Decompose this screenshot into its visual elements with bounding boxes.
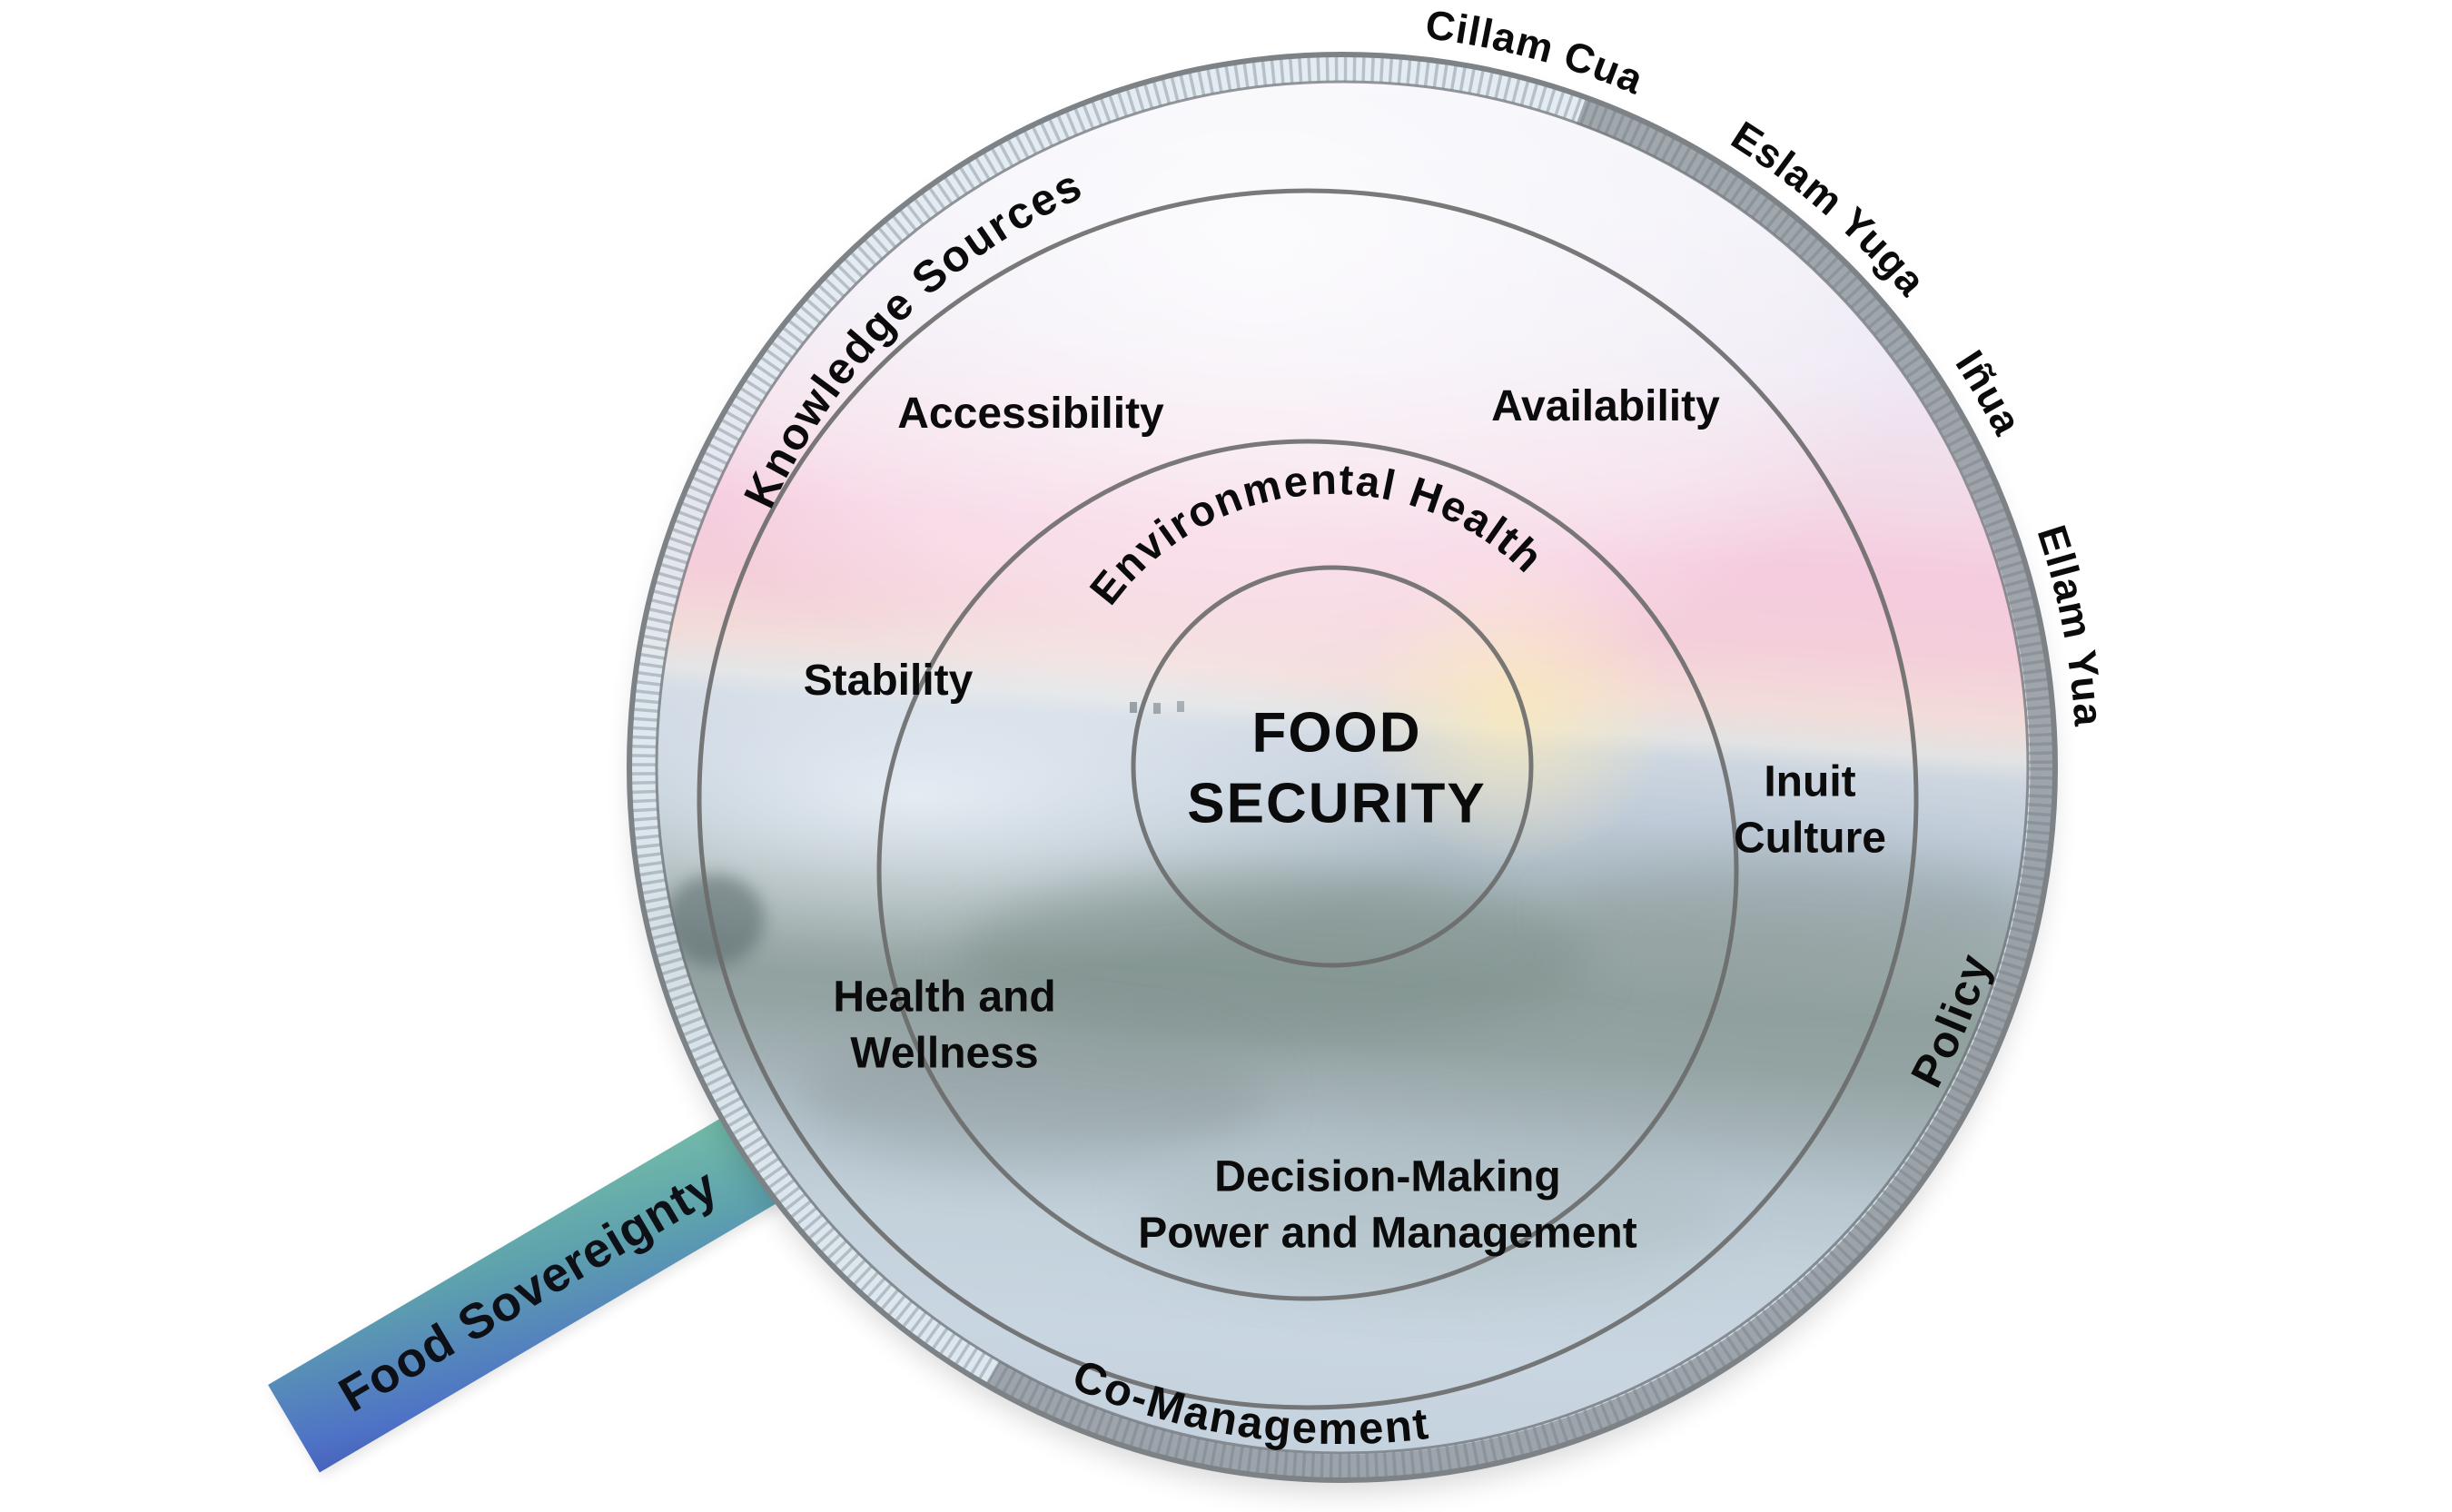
dark-bush <box>665 875 765 965</box>
label-decision-making: Decision-Making Power and Management <box>1138 1150 1636 1263</box>
label-health-and-wellness: Health and Wellness <box>833 970 1055 1083</box>
horizon-structures <box>1130 702 1137 713</box>
magnifier-handle: Food Sovereignty <box>268 1108 789 1473</box>
label-stability: Stability <box>803 656 974 705</box>
label-decision-line1: Decision-Making <box>1214 1152 1561 1201</box>
center-label-food-security: FOOD SECURITY <box>1187 698 1486 839</box>
label-inuit-culture-line1: Inuit <box>1764 757 1856 806</box>
label-health-line2: Wellness <box>850 1030 1039 1078</box>
label-decision-line2: Power and Management <box>1138 1210 1637 1258</box>
label-inuit-culture: Inuit Culture <box>1734 755 1886 868</box>
handle-label-food-sovereignty: Food Sovereignty <box>330 1158 727 1423</box>
tundra-patch <box>1558 856 2031 974</box>
label-health-line1: Health and <box>833 973 1056 1022</box>
label-inuit-culture-line2: Culture <box>1734 815 1886 863</box>
center-label-line1: FOOD <box>1251 701 1422 765</box>
label-availability: Availability <box>1491 381 1720 430</box>
label-accessibility: Accessibility <box>897 389 1164 438</box>
center-label-line2: SECURITY <box>1187 772 1487 835</box>
